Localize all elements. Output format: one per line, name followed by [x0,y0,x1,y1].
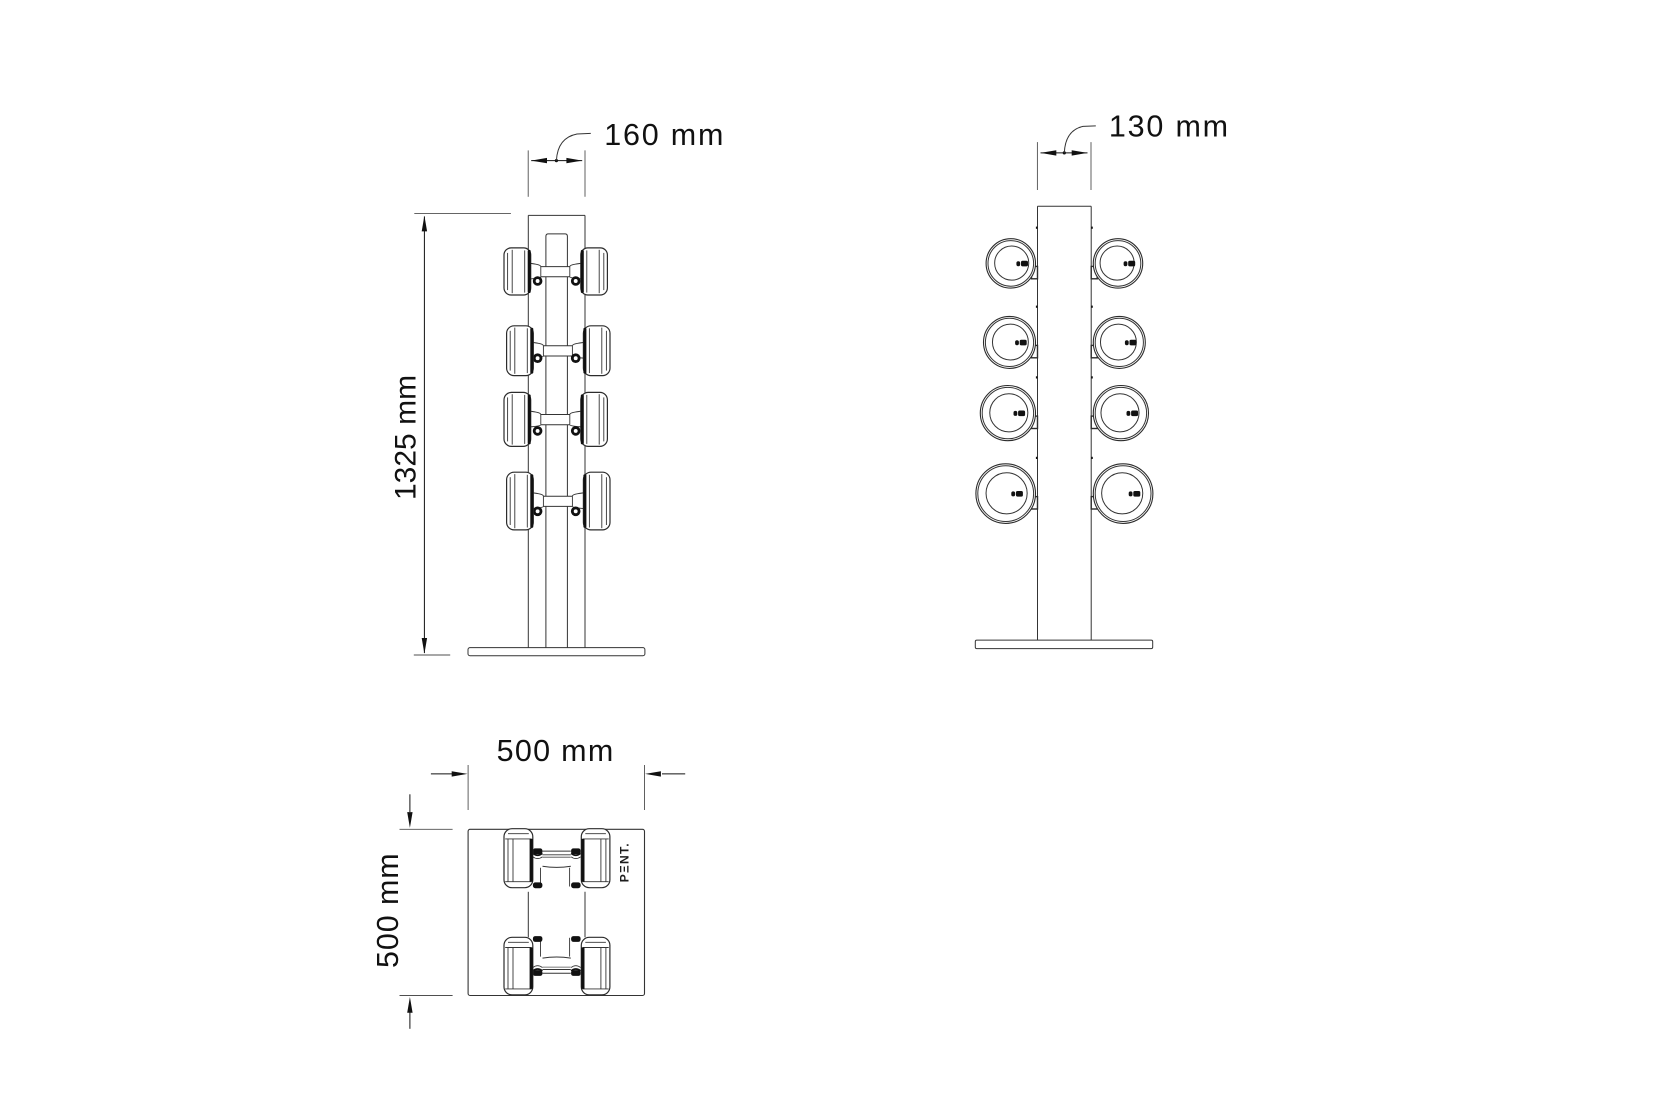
svg-text:130 mm: 130 mm [1109,110,1230,144]
svg-text:500 mm: 500 mm [371,852,405,968]
svg-text:1325 mm: 1325 mm [389,375,422,500]
svg-text:160 mm: 160 mm [604,118,725,152]
svg-text:PΞNT.: PΞNT. [618,842,632,882]
svg-text:500 mm: 500 mm [497,734,615,768]
